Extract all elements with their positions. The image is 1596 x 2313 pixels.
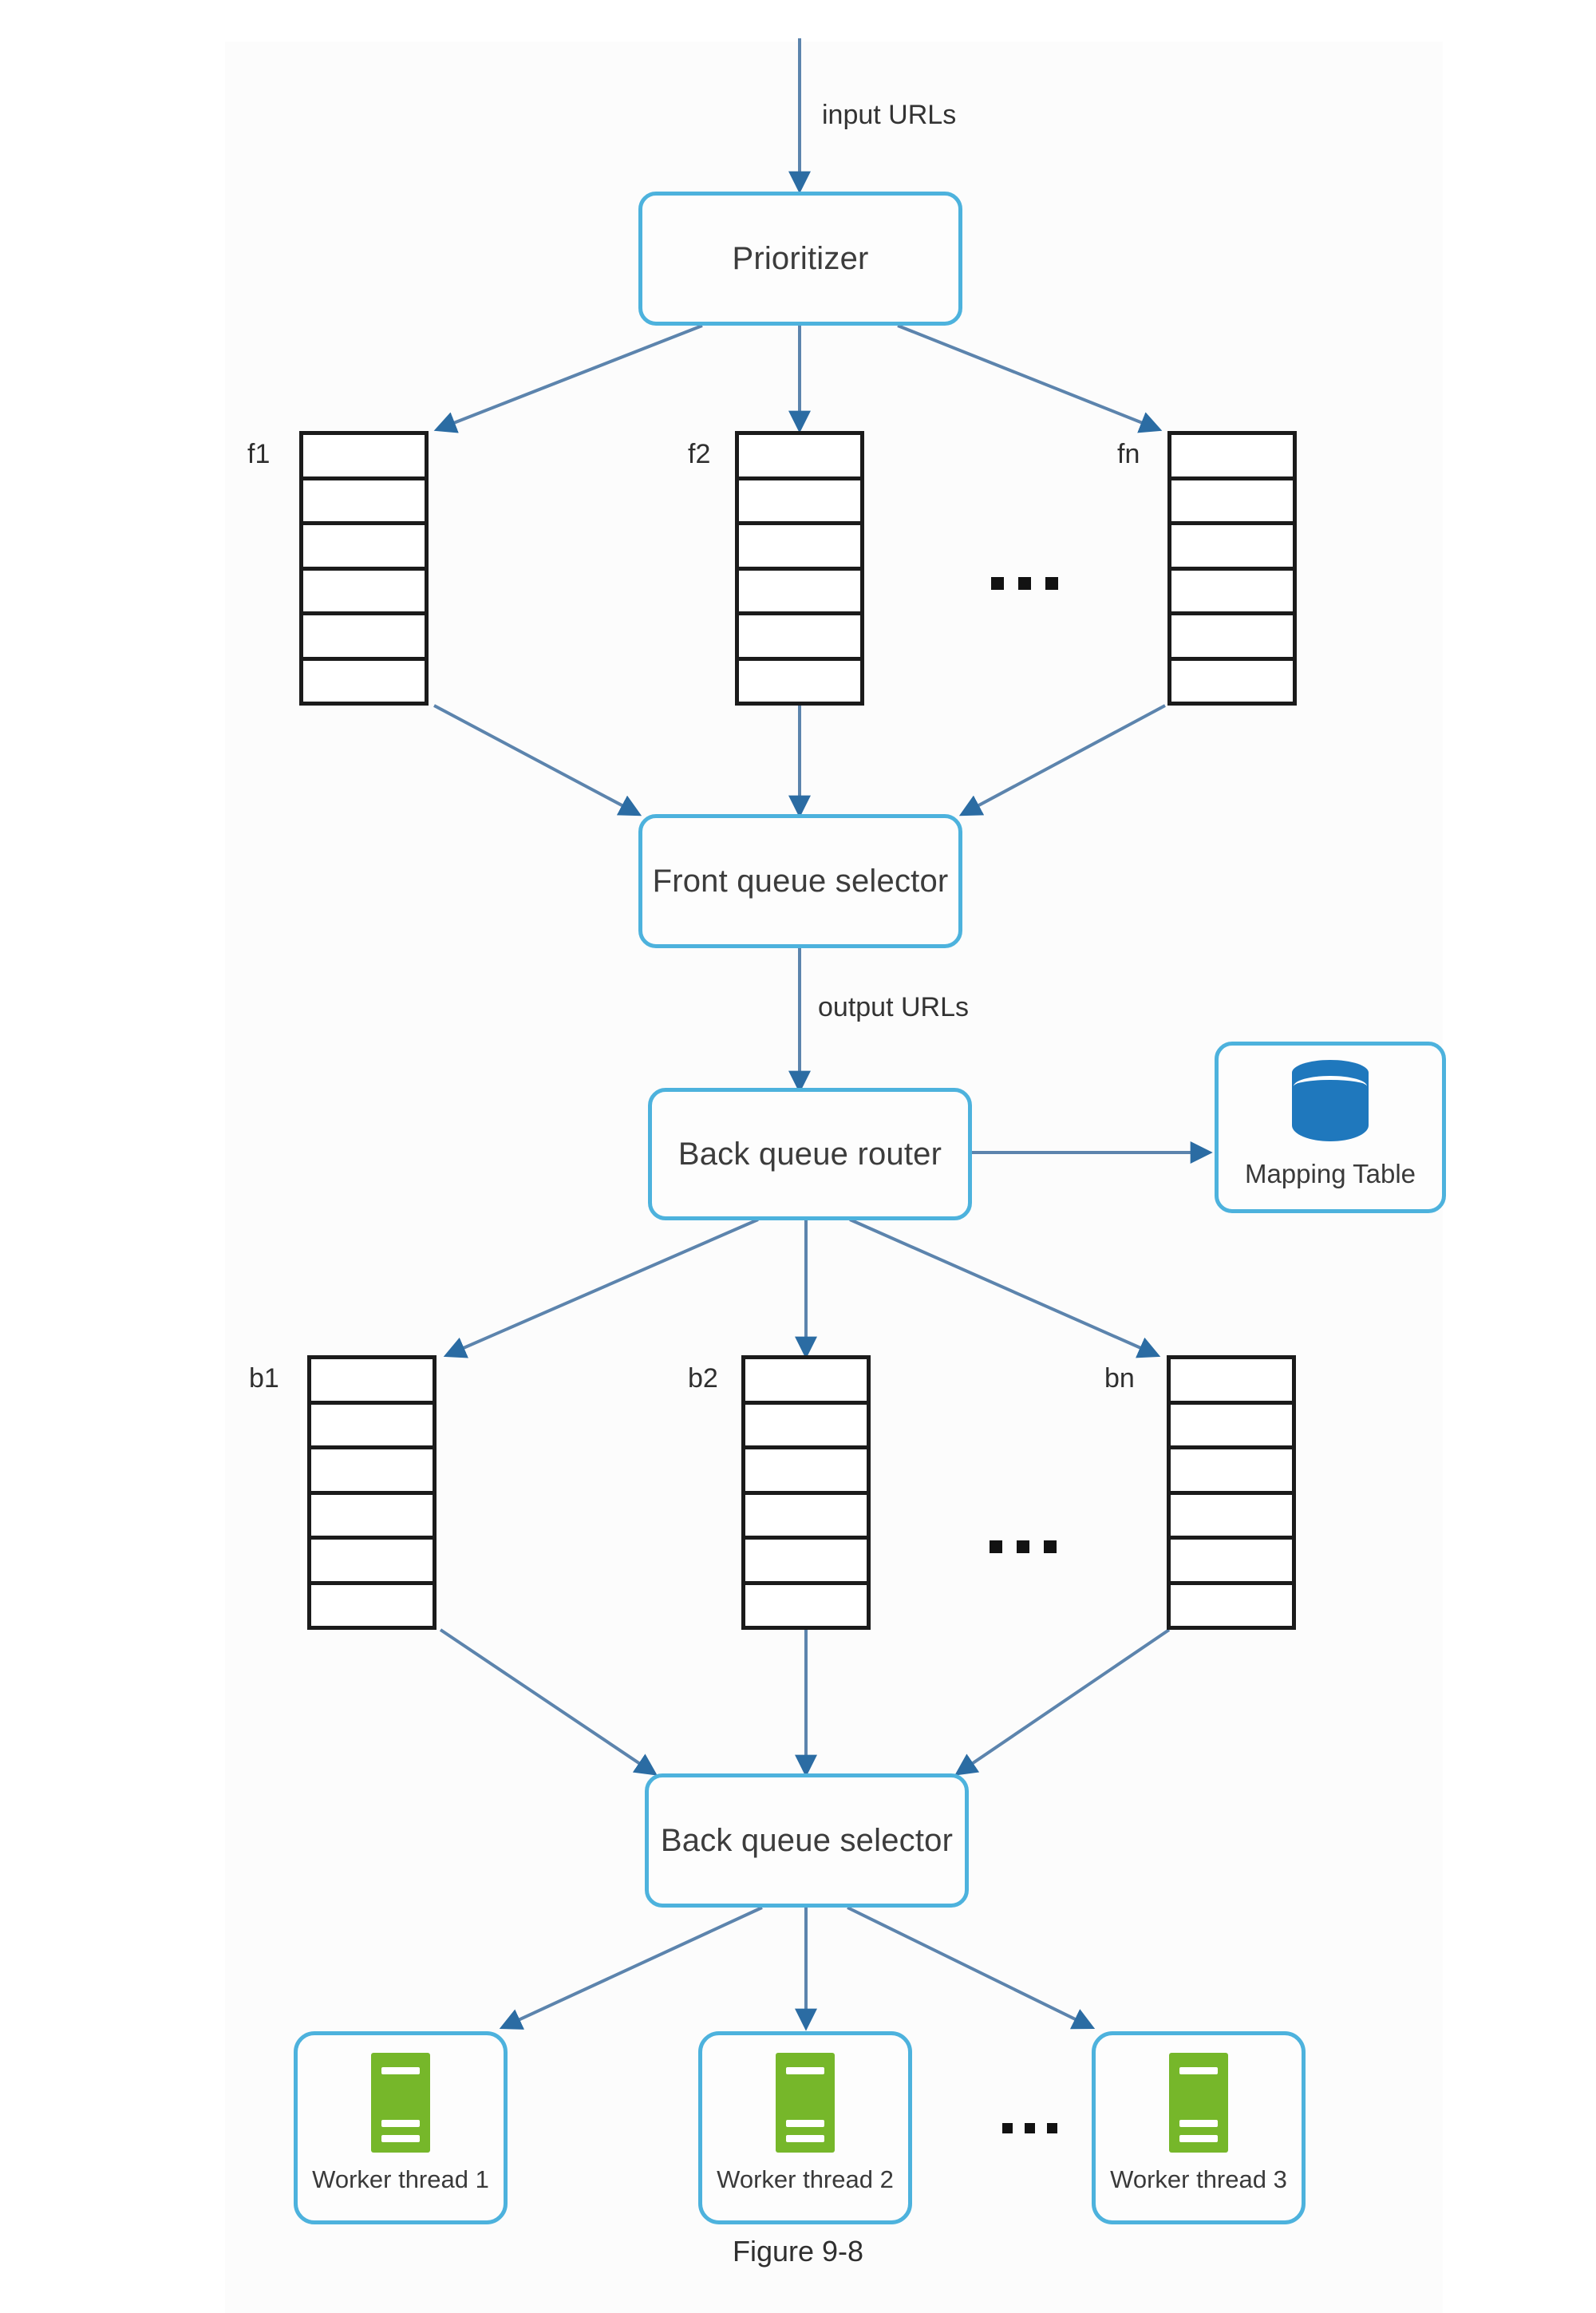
edge-label-input-urls: input URLs (822, 100, 957, 130)
queue-cell (1171, 480, 1293, 525)
queue-cell (311, 1585, 433, 1627)
queue-cell (745, 1540, 867, 1585)
queue-cell (739, 480, 860, 525)
node-back-queue-router-label: Back queue router (678, 1136, 942, 1172)
node-prioritizer-label: Prioritizer (732, 240, 869, 276)
queue-cell (1171, 1359, 1292, 1405)
queue-cell (739, 525, 860, 571)
queue-cell (739, 661, 860, 702)
workers-ellipsis-icon (1002, 2123, 1057, 2133)
back-queue-b2[interactable] (741, 1355, 871, 1630)
node-prioritizer[interactable]: Prioritizer (638, 192, 962, 326)
node-mapping-table[interactable]: Mapping Table (1215, 1042, 1446, 1213)
node-worker-thread-1[interactable]: Worker thread 1 (294, 2031, 508, 2224)
queue-cell (303, 571, 425, 615)
queue-cell (745, 1359, 867, 1405)
queue-cell (303, 525, 425, 571)
queue-cell (303, 661, 425, 702)
queue-cell (303, 435, 425, 480)
queue-label-fn: fn (1117, 439, 1140, 469)
node-worker-thread-3[interactable]: Worker thread 3 (1092, 2031, 1306, 2224)
node-worker-thread-2[interactable]: Worker thread 2 (698, 2031, 912, 2224)
queue-label-bn: bn (1104, 1363, 1135, 1394)
queue-cell (1171, 1449, 1292, 1495)
queue-cell (1171, 435, 1293, 480)
queue-cell (1171, 1405, 1292, 1449)
server-icon (776, 2053, 835, 2153)
node-worker-thread-1-label: Worker thread 1 (312, 2165, 489, 2193)
queue-label-f1: f1 (247, 439, 271, 469)
queue-cell (311, 1359, 433, 1405)
queue-cell (1171, 1495, 1292, 1540)
node-back-queue-selector[interactable]: Back queue selector (645, 1773, 969, 1908)
queue-cell (745, 1495, 867, 1540)
figure-caption: Figure 9-8 (732, 2235, 864, 2268)
front-queue-fn[interactable] (1167, 431, 1297, 706)
queue-cell (311, 1495, 433, 1540)
front-queues-ellipsis-icon (991, 577, 1058, 590)
queue-cell (1171, 615, 1293, 661)
node-mapping-table-label: Mapping Table (1244, 1159, 1416, 1188)
front-queue-f1[interactable] (299, 431, 429, 706)
queue-cell (303, 615, 425, 661)
queue-cell (1171, 1540, 1292, 1585)
back-queues-ellipsis-icon (990, 1540, 1057, 1553)
queue-label-b2: b2 (688, 1363, 718, 1394)
queue-cell (311, 1449, 433, 1495)
queue-label-b1: b1 (249, 1363, 279, 1394)
queue-cell (1171, 525, 1293, 571)
back-queue-b1[interactable] (307, 1355, 437, 1630)
queue-cell (1171, 571, 1293, 615)
node-front-queue-selector-label: Front queue selector (652, 863, 949, 899)
node-back-queue-selector-label: Back queue selector (660, 1822, 954, 1858)
queue-cell (303, 480, 425, 525)
node-worker-thread-3-label: Worker thread 3 (1110, 2165, 1287, 2193)
front-queue-f2[interactable] (735, 431, 864, 706)
queue-cell (739, 435, 860, 480)
queue-cell (1171, 1585, 1292, 1627)
queue-cell (1171, 661, 1293, 702)
queue-cell (739, 571, 860, 615)
node-worker-thread-2-label: Worker thread 2 (717, 2165, 894, 2193)
queue-cell (739, 615, 860, 661)
queue-cell (311, 1405, 433, 1449)
queue-cell (311, 1540, 433, 1585)
queue-cell (745, 1449, 867, 1495)
queue-label-f2: f2 (688, 439, 711, 469)
database-cylinder-icon (1292, 1060, 1369, 1149)
edge-label-output-urls: output URLs (818, 992, 969, 1022)
queue-cell (745, 1405, 867, 1449)
node-back-queue-router[interactable]: Back queue router (648, 1088, 972, 1220)
node-front-queue-selector[interactable]: Front queue selector (638, 814, 962, 948)
server-icon (371, 2053, 430, 2153)
queue-cell (745, 1585, 867, 1627)
server-icon (1169, 2053, 1228, 2153)
back-queue-bn[interactable] (1167, 1355, 1296, 1630)
